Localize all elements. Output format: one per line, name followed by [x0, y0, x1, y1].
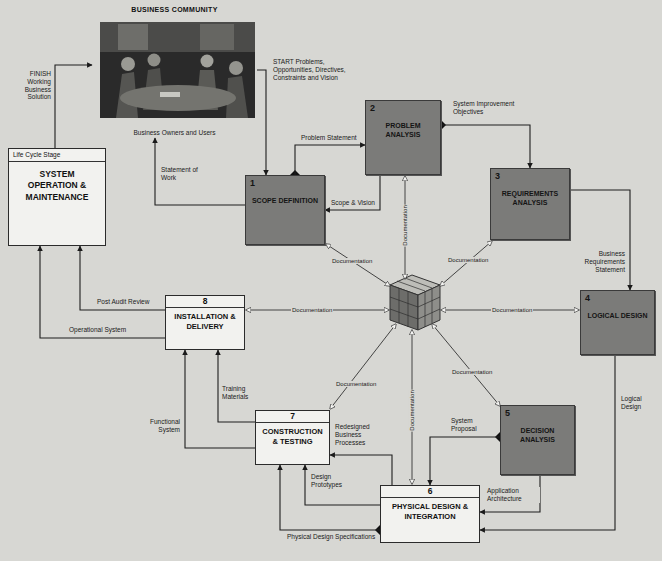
- flow-arrow: [55, 65, 92, 148]
- flow-label: FINISH Working Business Solution: [6, 70, 52, 101]
- phase-number: 5: [505, 409, 570, 419]
- flow-arrow: [570, 190, 630, 290]
- photo-window: [100, 22, 255, 52]
- stage-heading: Life Cycle Stage: [9, 149, 105, 162]
- flow-label: START Problems, Opportunities, Directive…: [272, 58, 356, 81]
- person-head: [121, 57, 135, 71]
- phase-box: 4LOGICAL DESIGN: [580, 290, 655, 355]
- cube-left: [390, 285, 418, 330]
- flow-label: Scope & Vision: [330, 199, 376, 207]
- phase-name: INSTALLATION & DELIVERY: [166, 308, 244, 336]
- flow-arrow: [155, 138, 245, 205]
- stage-box: Life Cycle StageSYSTEM OPERATION & MAINT…: [8, 148, 106, 246]
- documentation-label: Documentation: [291, 307, 333, 314]
- phase-name: SCOPE DEFINITION: [250, 197, 320, 206]
- phase-name: REQUIREMENTS ANALYSIS: [495, 190, 565, 208]
- phase-box: 7CONSTRUCTION & TESTING: [255, 410, 330, 465]
- phase-number: 3: [495, 172, 565, 182]
- phase-name: LOGICAL DESIGN: [585, 312, 650, 321]
- flow-label: Training Materials: [221, 385, 257, 401]
- documentation-label: Documentation: [451, 369, 493, 376]
- phase-box: 2PROBLEM ANALYSIS: [365, 100, 441, 175]
- documentation-line: [330, 324, 396, 409]
- community-panel: BUSINESS COMMUNITY Business Owners and Us…: [92, 6, 257, 138]
- documentation-line: [326, 244, 390, 286]
- phase-box: 3REQUIREMENTS ANALYSIS: [490, 168, 570, 240]
- photo-caption: Business Owners and Users: [92, 129, 257, 137]
- flow-label: Redesigned Business Processes: [334, 423, 390, 446]
- flow-label: Physical Design Specifications: [286, 533, 376, 541]
- flow-arrow: [480, 475, 540, 512]
- flow-label: Statement of Work: [160, 166, 210, 182]
- flow-arrow: [40, 246, 165, 338]
- flow-label: Post Audit Review: [96, 298, 150, 306]
- flow-label: Problem Statement: [300, 134, 358, 142]
- documentation-label: Documentation: [331, 258, 373, 265]
- person-head: [148, 54, 161, 67]
- flow-arrow: [295, 145, 365, 175]
- phase-number: 7: [256, 411, 329, 423]
- phase-name: DECISION ANALYSIS: [505, 427, 570, 445]
- cube-grid: [390, 278, 440, 327]
- documentation-label: Documentation: [335, 381, 377, 388]
- flow-label: Application Architecture: [486, 487, 540, 503]
- photo-ground: [100, 22, 255, 118]
- flow-label: Business Requirements Statement: [572, 250, 626, 273]
- flow-label: Design Prototypes: [310, 473, 364, 489]
- table: [120, 85, 236, 111]
- documentation-line: [440, 241, 492, 286]
- phase-number: 8: [166, 296, 244, 308]
- cube-right: [418, 285, 440, 330]
- business-photo: [100, 22, 255, 118]
- documentation-label: Documentation: [409, 389, 416, 431]
- person-head: [201, 55, 214, 68]
- documentation-label: Documentation: [491, 307, 533, 314]
- flow-arrow: [480, 355, 615, 530]
- flow-arrow: [430, 437, 500, 485]
- phase-number: 4: [585, 294, 650, 304]
- documentation-label: Documentation: [402, 204, 409, 246]
- flow-arrow: [280, 465, 380, 530]
- phase-number: 1: [250, 179, 320, 189]
- photo-window: [118, 24, 148, 50]
- documentation-line: [432, 324, 500, 406]
- phase-name: PROBLEM ANALYSIS: [370, 122, 436, 140]
- flow-label: Functional System: [134, 418, 181, 434]
- panel-heading: BUSINESS COMMUNITY: [92, 6, 257, 14]
- flow-arrow: [441, 125, 530, 168]
- phase-name: PHYSICAL DESIGN & INTEGRATION: [381, 498, 479, 526]
- flow-label: System Improvement Objectives: [452, 100, 528, 116]
- stage-name: SYSTEM OPERATION & MAINTENANCE: [9, 162, 105, 210]
- phase-number: 2: [370, 104, 436, 114]
- flow-label: Logical Design: [620, 395, 660, 411]
- flow-arrow: [257, 70, 266, 175]
- person-head: [229, 61, 243, 75]
- photo-window: [200, 24, 234, 50]
- phase-box: 1SCOPE DEFINITION: [245, 175, 325, 245]
- flow-label: System Proposal: [450, 417, 498, 433]
- phase-box: 5DECISION ANALYSIS: [500, 405, 575, 475]
- flow-label: Operational System: [68, 326, 127, 334]
- phase-name: CONSTRUCTION & TESTING: [256, 423, 329, 451]
- papers: [160, 92, 180, 97]
- phase-number: 6: [381, 486, 479, 498]
- phase-box: 8INSTALLATION & DELIVERY: [165, 295, 245, 350]
- documentation-label: Documentation: [447, 257, 489, 264]
- phase-box: 6PHYSICAL DESIGN & INTEGRATION: [380, 485, 480, 543]
- flow-arrow: [305, 465, 380, 505]
- flow-arrow: [325, 175, 380, 210]
- flow-arrow: [80, 246, 165, 310]
- repository-cube: [390, 275, 440, 330]
